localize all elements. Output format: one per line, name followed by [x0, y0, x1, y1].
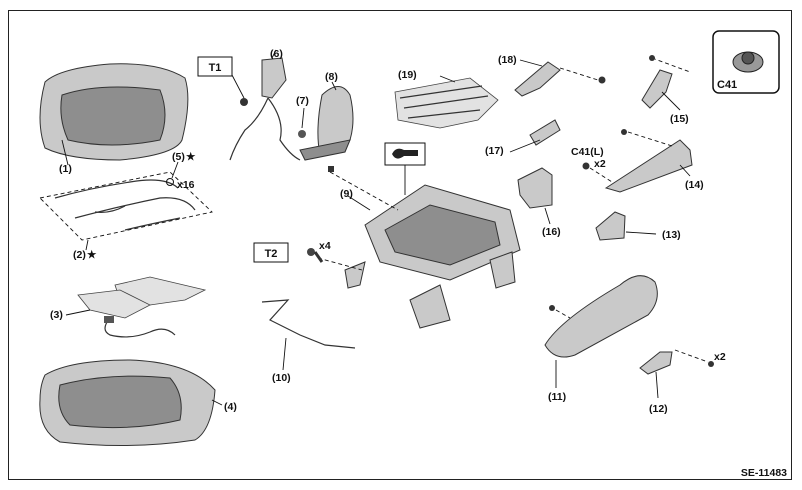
seat-frame-part-9 — [317, 184, 521, 329]
callout-15: (15) — [670, 113, 689, 125]
callout-14: (14) — [685, 179, 704, 191]
callout-9: (9) — [340, 188, 353, 200]
qty-c41: x2 — [594, 158, 606, 170]
washer-part-7 — [298, 107, 306, 138]
tool-icon-box — [384, 142, 426, 195]
callout-7: (7) — [296, 95, 309, 107]
clip-reference-box — [712, 30, 780, 94]
torque-label-t2: T2 — [265, 248, 278, 260]
seat-cover-part-1 — [39, 63, 189, 166]
bracket-part-16 — [517, 167, 553, 225]
heater-pad-part-3 — [65, 276, 207, 338]
cover-part-18 — [514, 59, 606, 97]
recliner-part-6 — [229, 49, 301, 161]
qty-5: x16 — [177, 179, 195, 191]
figure-code: SE-11483 — [741, 467, 787, 479]
callout-17: (17) — [485, 145, 504, 157]
callout-10: (10) — [272, 372, 291, 384]
star-5: ★ — [186, 151, 196, 163]
callout-13: (13) — [662, 229, 681, 241]
wire-part-10 — [261, 299, 356, 371]
clip-callout: C41(L) — [571, 146, 604, 158]
bolt-t2 — [307, 248, 324, 263]
knob-part-12 — [639, 349, 714, 399]
qty-t2: x4 — [319, 240, 331, 252]
callout-6: (6) — [270, 48, 283, 60]
callout-3: (3) — [50, 309, 63, 321]
torque-box-t1 — [197, 56, 233, 77]
clip-label: C41 — [717, 79, 737, 91]
callout-19: (19) — [398, 69, 417, 81]
callout-1: (1) — [59, 163, 72, 175]
qty-12: x2 — [714, 351, 726, 363]
rail-cover-part-14 — [582, 129, 693, 193]
seat-cushion-part-4 — [39, 359, 223, 447]
callout-5: (5) — [172, 151, 185, 163]
callout-12: (12) — [649, 403, 668, 415]
side-shield-part-11 — [544, 275, 658, 388]
callout-2: (2) — [73, 249, 86, 261]
wire-frame-part-2 — [39, 171, 213, 251]
assembly-path-8 — [329, 171, 399, 211]
back-panel-part-8 — [299, 81, 354, 172]
callout-4: (4) — [224, 401, 237, 413]
callout-8: (8) — [325, 71, 338, 83]
star-2: ★ — [87, 249, 97, 261]
hog-ring-part-5 — [166, 161, 179, 186]
spring-part-19 — [394, 75, 499, 129]
bracket-part-13 — [595, 211, 657, 241]
torque-label-t1: T1 — [209, 62, 222, 74]
callout-18: (18) — [498, 54, 517, 66]
bracket-part-15 — [641, 55, 691, 111]
trim-part-17 — [509, 119, 561, 153]
torque-box-t2 — [253, 242, 289, 263]
callout-11: (11) — [548, 391, 566, 403]
callout-16: (16) — [542, 226, 561, 238]
